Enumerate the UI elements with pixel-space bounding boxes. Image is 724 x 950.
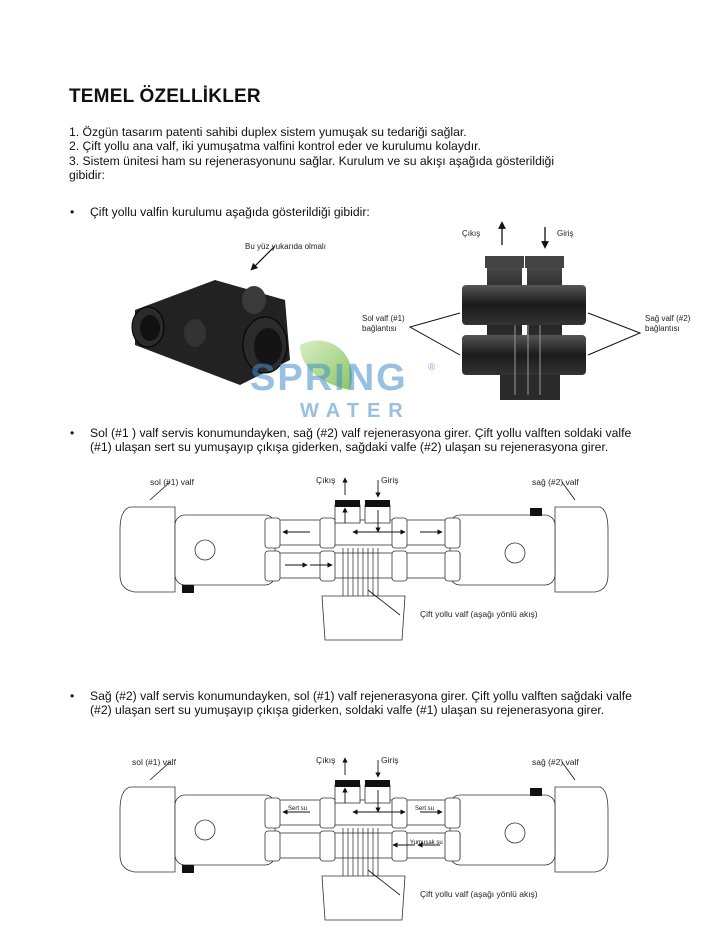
hard-water-label: Sert su [415,806,435,812]
left-valve-label: sol (#1) valf [150,477,194,487]
duplex-flow-diagram-1 [119,477,609,641]
page-title: TEMEL ÖZELLİKLER [69,86,261,107]
left-connection-label: Sol valf (#1)bağlantısı [362,314,405,333]
feature-item: 1. Özgün tasarım patenti sahibi duplex s… [69,125,467,139]
outlet-label: Çıkış [462,229,481,238]
bullet-text: Sağ (#2) valf servis konumundayken, sol … [90,689,632,718]
inlet-label: Giriş [381,475,399,485]
bullet-marker: • [70,426,75,440]
dual-valve-body-illustration [131,245,290,385]
top-face-label: Bu yüz yukarıda olmalı [245,242,326,251]
left-valve-head [119,506,176,593]
left-valve-label: sol (#1) valf [132,757,176,767]
center-valve-label: Çift yollu valf (aşağı yönlü akış) [420,609,538,619]
bullet-marker: • [70,205,75,219]
manifold-illustration [408,221,642,400]
bullet-text: Çift yollu valfin kurulumu aşağıda göste… [90,205,370,219]
bullet-marker: • [70,689,75,703]
right-valve-label: sağ (#2) valf [532,757,579,767]
right-valve-head [554,506,609,593]
left-valve-head [119,786,176,873]
feature-item: gibidir: [69,167,105,182]
inlet-label: Giriş [381,755,399,765]
watermark-water: WATER [300,400,411,422]
right-connection-label: Sağ valf (#2)bağlantısı [645,314,691,333]
outlet-label: Çıkış [316,755,336,765]
watermark-registered: ® [428,362,436,373]
feature-item: 3. Sistem ünitesi ham su rejenerasyonunu… [69,153,555,168]
outlet-label: Çıkış [316,475,336,485]
soft-water-label: Yumuşak su [410,840,443,846]
watermark-leaf-icon [300,340,352,390]
feature-list: 1. Özgün tasarım patenti sahibi duplex s… [69,125,554,182]
inlet-label: Giriş [557,229,574,238]
right-valve-label: sağ (#2) valf [532,477,579,487]
center-valve-label: Çift yollu valf (aşağı yönlü akış) [420,889,538,899]
hard-water-label: Sert su [288,806,308,812]
duplex-flow-diagram-2 [119,757,609,921]
watermark-spring: SPRING [250,357,408,399]
right-valve-head [554,786,609,873]
feature-item: 2. Çift yollu ana valf, iki yumuşatma va… [69,139,481,154]
bullet-text: Sol (#1 ) valf servis konumundayken, sağ… [90,426,632,455]
